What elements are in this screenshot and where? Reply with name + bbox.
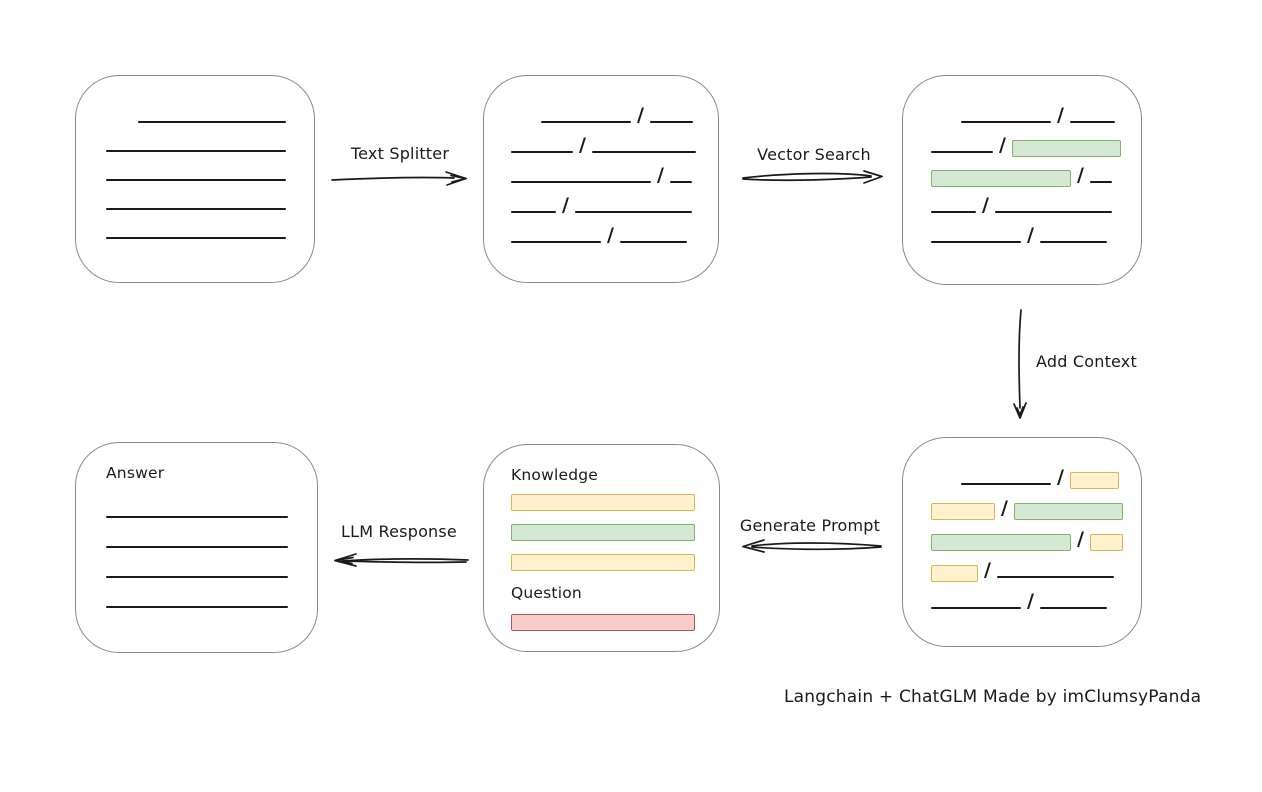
text-line xyxy=(511,211,556,213)
text-line xyxy=(591,151,696,153)
highlighted-chunk-green xyxy=(931,170,1071,187)
chunk-row: / xyxy=(931,183,1141,216)
vector-store-box: / / / / / xyxy=(902,75,1142,285)
slash-separator: / xyxy=(999,134,1006,156)
text-line xyxy=(106,179,286,181)
highlighted-chunk-green xyxy=(1013,503,1123,520)
text-line xyxy=(106,546,288,548)
text-line xyxy=(669,181,692,183)
credit-text: Langchain + ChatGLM Made by imClumsyPand… xyxy=(784,687,1202,707)
question-title: Question xyxy=(511,584,582,602)
text-line xyxy=(106,606,288,608)
highlighted-chunk-yellow xyxy=(1069,472,1119,489)
text-line xyxy=(931,151,993,153)
slash-separator: / xyxy=(1027,590,1034,612)
slash-separator: / xyxy=(657,164,664,186)
prompt-box: Knowledge Question xyxy=(483,444,720,652)
slash-separator: / xyxy=(1027,224,1034,246)
slash-separator: / xyxy=(1057,104,1064,126)
text-line xyxy=(574,211,692,213)
knowledge-bar-green xyxy=(511,524,695,541)
generate-prompt-arrow xyxy=(742,539,882,553)
text-line xyxy=(106,516,288,518)
text-line xyxy=(931,211,976,213)
slash-separator: / xyxy=(1057,466,1064,488)
add-context-label: Add Context xyxy=(1036,352,1137,371)
text-line xyxy=(1069,121,1115,123)
slash-separator: / xyxy=(579,134,586,156)
answer-box: Answer xyxy=(75,442,318,653)
chunk-row: / xyxy=(931,516,1141,551)
chunk-row: / xyxy=(511,153,718,186)
chunk-row: / xyxy=(931,213,1141,246)
highlighted-chunk-green xyxy=(1011,140,1121,157)
slash-separator: / xyxy=(607,224,614,246)
text-line xyxy=(931,241,1021,243)
text-line xyxy=(994,211,1112,213)
text-line xyxy=(1039,241,1107,243)
text-line xyxy=(541,121,631,123)
chunk-row: / xyxy=(931,547,1141,582)
slash-separator: / xyxy=(984,559,991,581)
slash-separator: / xyxy=(1077,528,1084,550)
slash-separator: / xyxy=(562,194,569,216)
slash-separator: / xyxy=(637,104,644,126)
chunk-row: / xyxy=(931,485,1141,520)
question-bars xyxy=(511,614,719,631)
text-line xyxy=(511,241,601,243)
slash-separator: / xyxy=(1077,164,1084,186)
text-line xyxy=(619,241,687,243)
highlighted-chunk-yellow xyxy=(931,565,978,582)
chunk-row: / xyxy=(511,123,718,156)
text-line xyxy=(138,121,286,123)
text-line xyxy=(106,576,288,578)
text-line xyxy=(649,121,693,123)
chunk-row: / xyxy=(511,213,718,246)
chunk-row: / xyxy=(931,153,1141,187)
highlighted-chunk-yellow xyxy=(931,503,995,520)
highlighted-chunk-yellow xyxy=(1089,534,1123,551)
highlighted-chunk-green xyxy=(931,534,1071,551)
vector-search-label: Vector Search xyxy=(757,145,871,164)
text-line xyxy=(106,208,286,210)
slash-separator: / xyxy=(1001,497,1008,519)
chunk-row: / xyxy=(931,123,1141,157)
chunk-row: / xyxy=(931,578,1141,612)
text-line xyxy=(511,181,651,183)
source-document-box xyxy=(75,75,315,283)
llm-response-label: LLM Response xyxy=(341,522,457,541)
add-context-arrow xyxy=(1013,309,1027,419)
text-line xyxy=(1039,607,1107,609)
chunk-row: / xyxy=(931,454,1141,489)
text-line xyxy=(961,121,1051,123)
answer-lines xyxy=(106,516,317,608)
knowledge-bars xyxy=(511,494,719,571)
knowledge-bar-yellow xyxy=(511,554,695,571)
text-line xyxy=(106,150,286,152)
text-line xyxy=(106,237,286,239)
text-line xyxy=(1089,181,1112,183)
chunk-row: / xyxy=(511,183,718,216)
context-chunks-box: / / / / / xyxy=(902,437,1142,647)
text-splitter-label: Text Splitter xyxy=(350,144,450,163)
vector-search-arrow xyxy=(742,170,883,184)
knowledge-title: Knowledge xyxy=(511,466,599,484)
chunk-row: / xyxy=(931,93,1141,126)
answer-title: Answer xyxy=(106,464,165,482)
chunk-row: / xyxy=(511,93,718,126)
text-line xyxy=(931,607,1021,609)
text-line xyxy=(961,483,1051,485)
source-document-lines xyxy=(106,121,314,239)
generate-prompt-label: Generate Prompt xyxy=(739,516,881,535)
slash-separator: / xyxy=(982,194,989,216)
text-splitter-arrow xyxy=(331,171,467,186)
text-line xyxy=(996,576,1114,578)
split-chunks-box: / / / / / xyxy=(483,75,719,283)
question-bar-red xyxy=(511,614,695,631)
text-line xyxy=(511,151,573,153)
knowledge-bar-yellow xyxy=(511,494,695,511)
llm-response-arrow xyxy=(334,553,469,567)
